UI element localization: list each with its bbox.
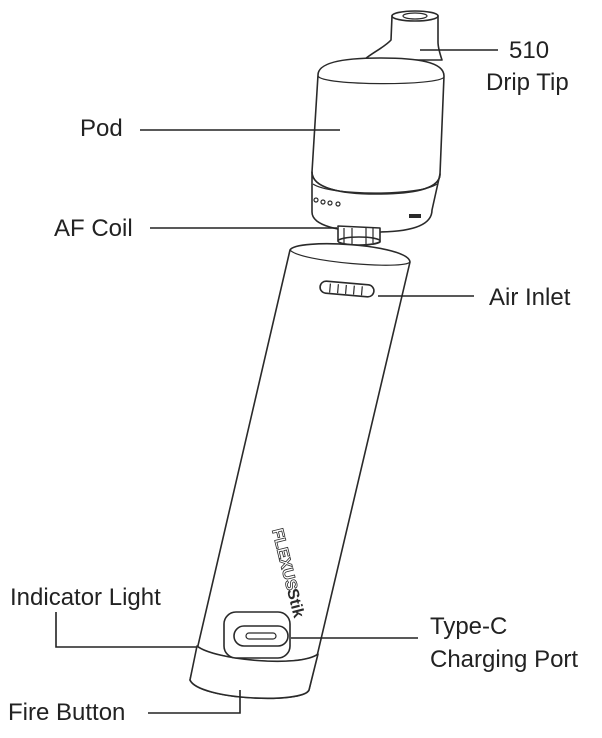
leader-fire-button	[148, 690, 241, 714]
leader-indicator-light	[55, 612, 196, 648]
drip-tip	[363, 10, 443, 61]
type-c-port	[223, 611, 291, 659]
pod	[311, 57, 445, 233]
label-af-coil: AF Coil	[54, 215, 133, 242]
label-air-inlet: Air Inlet	[489, 284, 571, 311]
labels: 510 Drip Tip Pod AF Coil Air Inlet Indic…	[8, 37, 578, 726]
label-charging-port: Charging Port	[430, 646, 578, 673]
label-drip-tip-number: 510	[509, 37, 549, 64]
label-drip-tip: Drip Tip	[486, 69, 569, 96]
model-name: Stik	[283, 587, 307, 620]
battery-body	[189, 242, 411, 700]
label-indicator-light: Indicator Light	[10, 584, 161, 611]
pod-air-holes	[313, 197, 341, 207]
air-inlet	[319, 280, 375, 298]
pod-marking	[409, 214, 421, 218]
label-pod: Pod	[80, 115, 123, 142]
af-coil	[337, 225, 381, 246]
leader-lines	[55, 49, 498, 714]
label-type-c: Type-C	[430, 613, 507, 640]
label-fire-button: Fire Button	[8, 699, 125, 726]
